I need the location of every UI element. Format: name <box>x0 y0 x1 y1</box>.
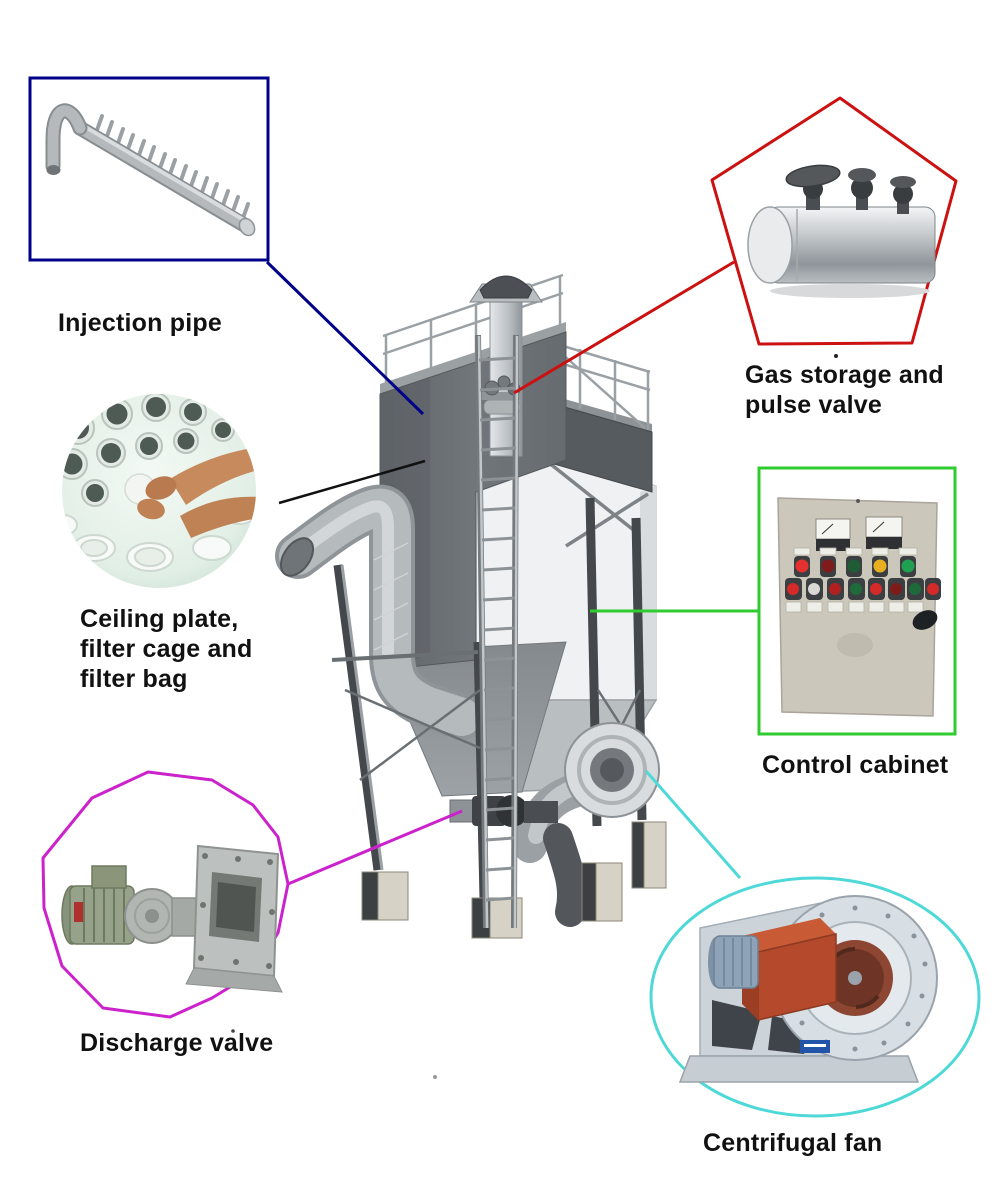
injection-pipe-label: Injection pipe <box>58 309 222 337</box>
ceiling-plate-label-line2: filter cage and <box>80 635 253 663</box>
centrifugal-fan-label: Centrifugal fan <box>703 1129 883 1157</box>
connector-lines <box>265 260 759 886</box>
gas-storage-label: Gas storage and pulse valve <box>745 360 944 420</box>
connector-centrifugal-fan <box>644 770 742 879</box>
centrifugal-fan-callout <box>649 876 981 1118</box>
stray-dot <box>433 1075 437 1079</box>
injection-pipe-callout <box>28 76 270 262</box>
discharge-valve-outline-polygon <box>41 770 290 1019</box>
centrifugal-fan-outline-ellipse <box>649 876 981 1118</box>
gas-storage-pulse-valve-photo <box>747 164 936 298</box>
injection-pipe-photo <box>45 103 256 237</box>
access-ladder <box>475 334 519 929</box>
gas-storage-label-line2: pulse valve <box>745 391 883 419</box>
pulse-valve-cluster <box>478 375 522 415</box>
panel-buttons <box>785 578 941 630</box>
inlet-elbow-duct <box>275 484 485 740</box>
control-cabinet-callout <box>757 466 957 736</box>
control-cabinet-label: Control cabinet <box>762 751 949 779</box>
control-cabinet-outline-box <box>757 466 957 736</box>
connector-injection-pipe <box>265 260 425 416</box>
worker-arms <box>124 447 256 538</box>
injection-pipe-outline-box <box>28 76 270 262</box>
gas-storage-label-line1: Gas storage and <box>745 361 944 389</box>
discharge-valve-callout <box>41 770 290 1033</box>
connector-ceiling-plate <box>278 459 426 505</box>
foundation-blocks-front <box>361 871 523 939</box>
foundation-blocks-right <box>581 821 667 922</box>
panel-knob <box>912 610 938 630</box>
pulse-valves <box>785 164 916 214</box>
discharge-valve-photo <box>61 844 283 993</box>
control-cabinet-photo <box>777 497 941 717</box>
discharge-valve-label: Discharge valve <box>80 1029 274 1057</box>
gas-storage-callout <box>710 96 958 358</box>
connector-discharge-valve <box>287 809 463 886</box>
stack-rain-cap <box>479 275 533 299</box>
centrifugal-fan-photo <box>678 895 938 1083</box>
stray-dot <box>834 354 838 358</box>
stray-dot <box>231 1029 235 1033</box>
panel-indicator-lights <box>793 547 918 577</box>
gas-storage-outline-pentagon <box>710 96 958 346</box>
ceiling-plate-label: Ceiling plate, filter cage and filter ba… <box>80 604 253 694</box>
ceiling-plate-label-line1: Ceiling plate, <box>80 605 239 633</box>
filter-bag-photo <box>62 394 256 588</box>
connector-gas-storage <box>513 260 735 395</box>
dust-collector-illustration <box>275 273 667 939</box>
ceiling-plate-label-line3: filter bag <box>80 665 188 693</box>
